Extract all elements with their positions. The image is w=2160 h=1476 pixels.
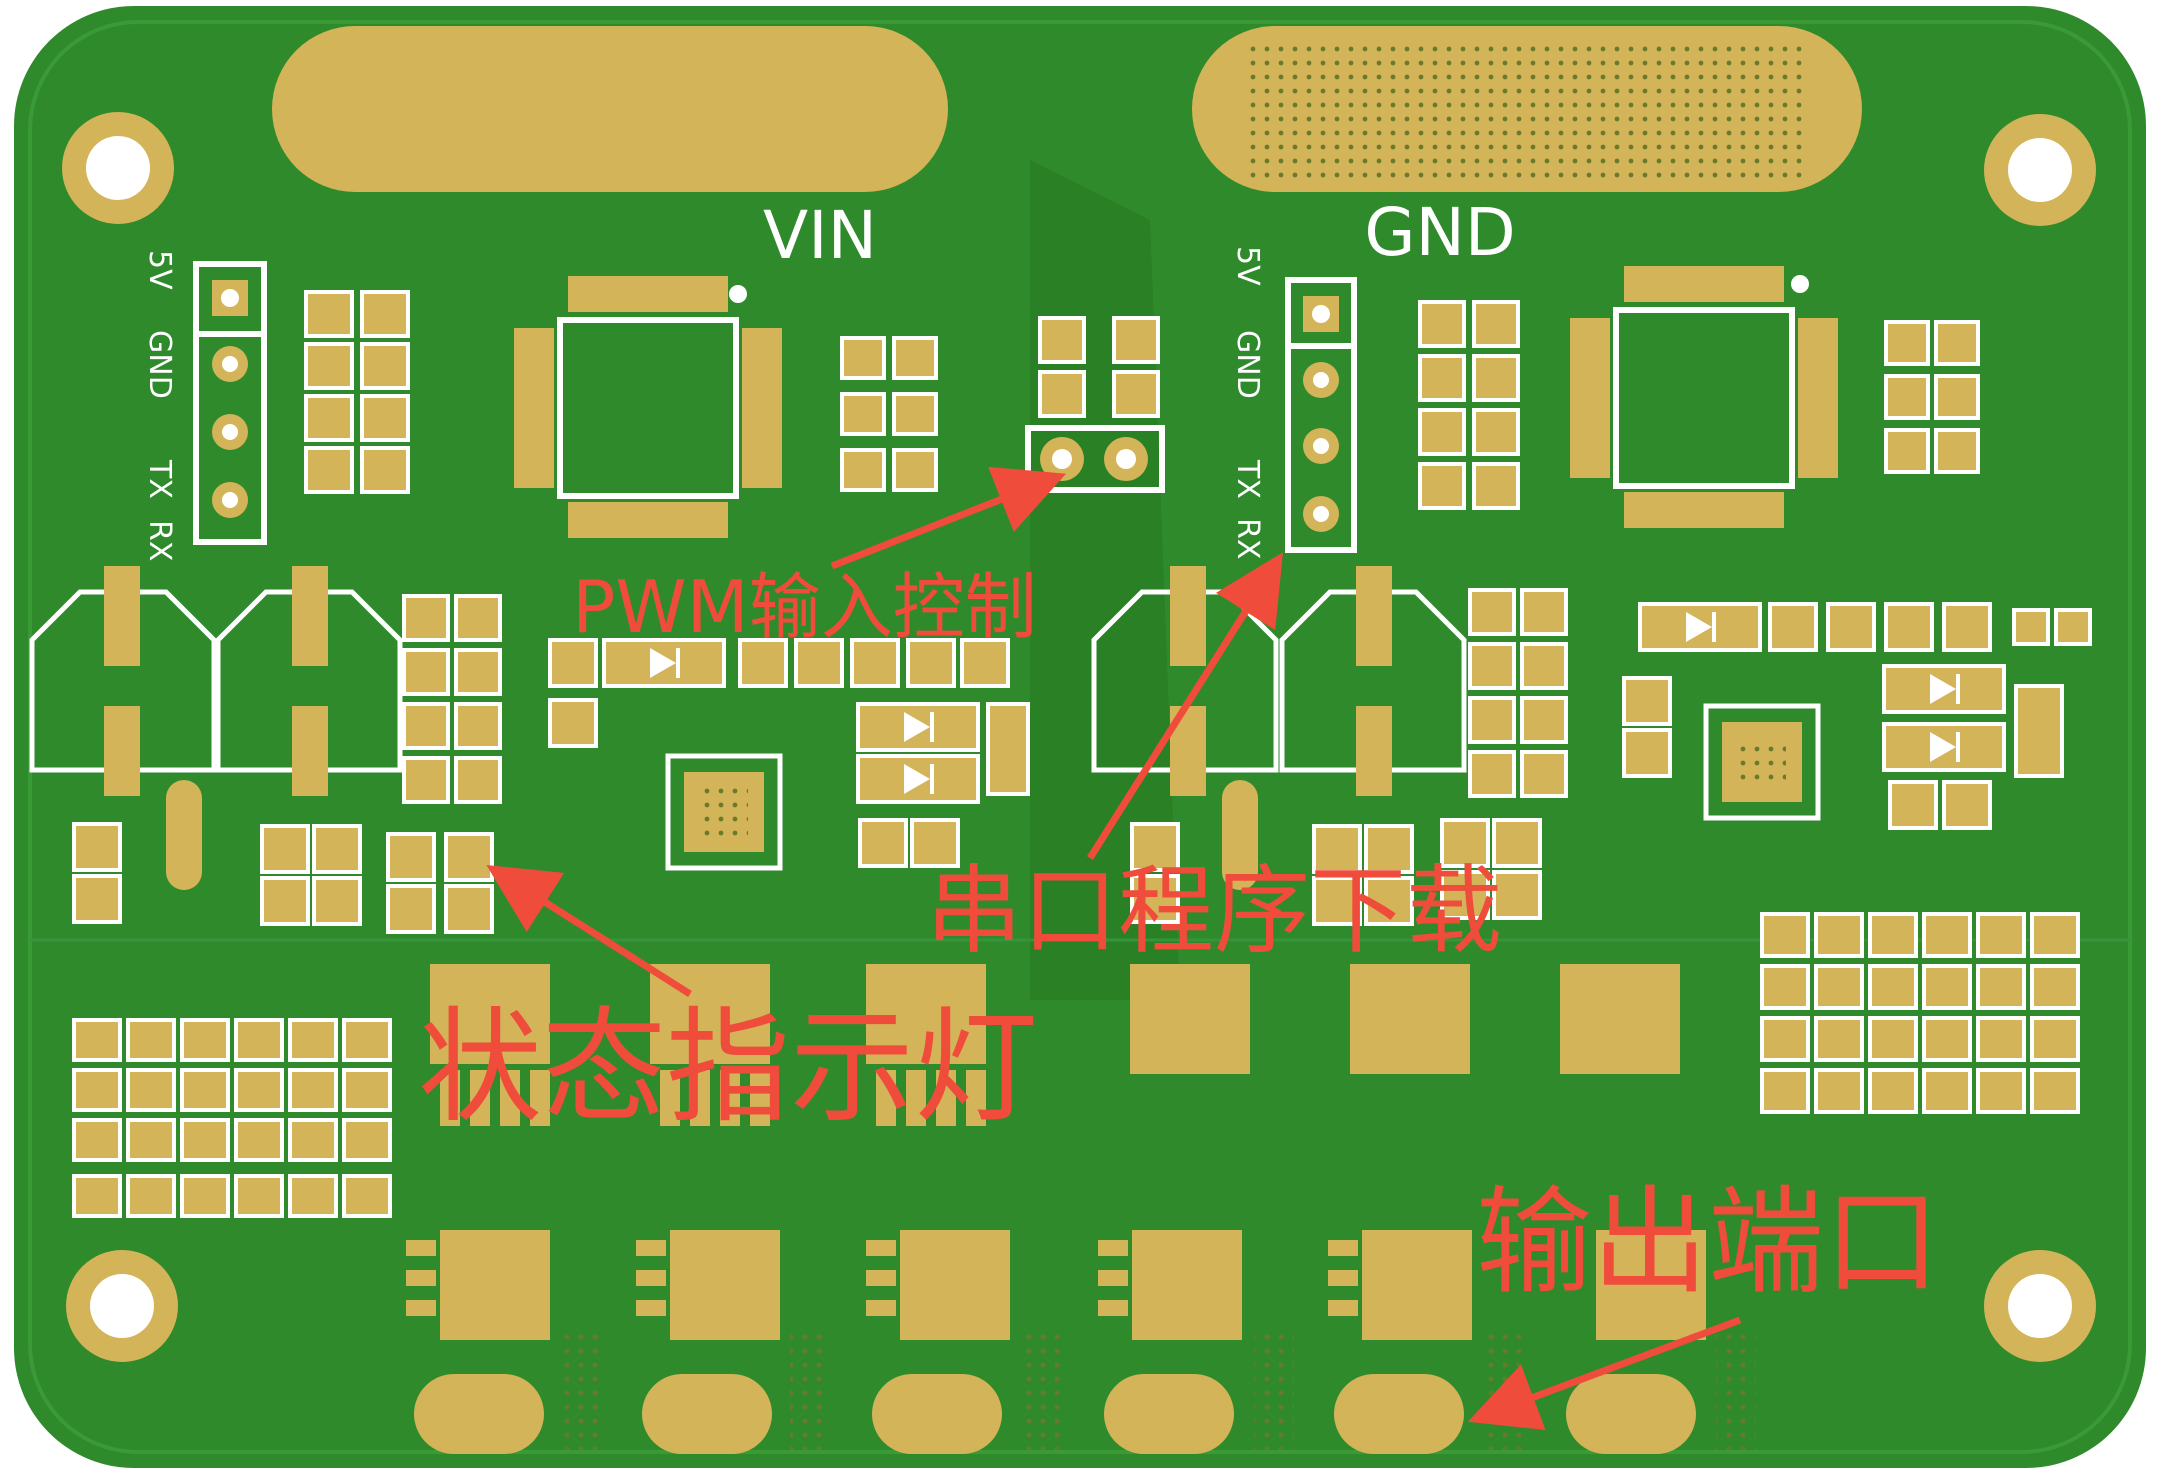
annotation-uart-download: 串口程序下载 <box>926 855 1502 967</box>
output-ports <box>414 1374 1696 1454</box>
mounting-hole-icon <box>62 112 2096 1362</box>
header1-5v: 5V <box>142 250 177 290</box>
mosfet-row-lower <box>406 1230 1706 1340</box>
header-right <box>1285 277 1357 553</box>
header2-gnd: GND <box>1230 330 1265 399</box>
pwm-header <box>1025 425 1165 493</box>
diode-icon <box>602 602 2006 804</box>
capacitor-left <box>29 589 1467 773</box>
header2-rx: RX <box>1230 518 1265 559</box>
header1-rx: RX <box>142 520 177 561</box>
header1-gnd: GND <box>142 330 177 399</box>
annotation-output-port: 输出端口 <box>1476 1175 1940 1310</box>
annotation-status-led: 状态指示灯 <box>418 996 1038 1140</box>
annotation-pwm-input: PWM输入控制 <box>572 565 1037 649</box>
mcu-left <box>514 276 782 538</box>
header2-5v: 5V <box>1230 246 1265 286</box>
qfn-chip-left <box>665 753 783 871</box>
header2-tx: TX <box>1230 459 1265 499</box>
arrow-icon <box>486 466 1742 1431</box>
header-left <box>193 261 267 545</box>
mosfet-row-upper <box>430 964 1680 1126</box>
vin-label: VIN <box>763 197 877 274</box>
gnd-label: GND <box>1364 194 1515 271</box>
vin-pad <box>272 26 948 192</box>
mcu-right <box>1570 266 1838 528</box>
header1-tx: TX <box>142 459 177 499</box>
qfn-chip-right <box>1703 703 1821 821</box>
